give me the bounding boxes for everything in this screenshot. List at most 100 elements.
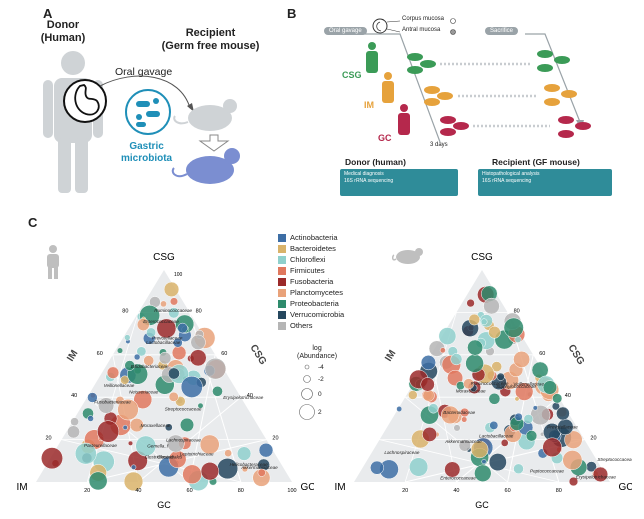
tick-label: 60	[221, 351, 227, 357]
data-point	[500, 439, 509, 447]
blue-mouse-icon	[171, 148, 240, 184]
data-point	[491, 361, 503, 372]
sacrifice-pill: Sacrifice	[485, 27, 519, 35]
data-point	[179, 417, 195, 432]
legend-swatch	[278, 310, 286, 319]
data-point	[130, 464, 137, 470]
family-label: Lactobacillaceae	[146, 340, 181, 345]
data-point	[514, 396, 520, 402]
family-label: Akkermansiaceae	[444, 439, 482, 444]
data-point	[70, 417, 79, 427]
data-point	[136, 346, 147, 357]
side-label-left: IM	[65, 348, 80, 363]
data-point	[556, 406, 570, 421]
data-point	[156, 318, 177, 339]
tick-label: 20	[272, 436, 278, 442]
data-point	[87, 415, 94, 422]
vertex-label-top: CSG	[471, 252, 493, 263]
data-point	[133, 390, 153, 409]
legend-label: Firmicutes	[290, 266, 325, 275]
vertex-label-top: CSG	[153, 252, 175, 263]
data-point	[453, 424, 461, 432]
data-point	[168, 307, 180, 319]
legend-label: Planctomycetes	[290, 288, 343, 297]
data-point	[523, 414, 534, 424]
data-point	[503, 317, 524, 338]
family-label: Veillonellaceae	[513, 382, 544, 387]
data-point	[409, 457, 429, 477]
family-label: Veillonellaceae	[104, 383, 135, 388]
tick-label: 20	[45, 436, 51, 442]
family-label: Moraxellaceae	[141, 423, 171, 428]
legend-label: Bacteroidetes	[290, 244, 336, 253]
data-point	[468, 313, 481, 326]
side-label-bottom: GC	[157, 500, 171, 510]
size-legend-title: log (Abundance)	[297, 345, 338, 360]
csg-donor-icon	[366, 42, 378, 73]
tick-label: 40	[565, 393, 571, 399]
family-label: Peptococcaceae	[530, 469, 564, 474]
human-icon	[43, 51, 103, 193]
legend-item: Actinobacteria	[278, 232, 344, 243]
data-point	[166, 434, 185, 453]
data-point	[171, 345, 187, 361]
data-point	[422, 426, 438, 442]
data-point	[463, 378, 475, 390]
donor-box-line1: Medical diagnosis	[344, 171, 384, 177]
family-label: Ruminococcaceae	[154, 308, 192, 313]
tick-label: 80	[122, 308, 128, 314]
data-point	[136, 318, 150, 331]
family-label: Erysipelotrichaceae	[576, 475, 617, 480]
tick-label: 60	[187, 488, 193, 494]
recipient-box: Histopathological analysis 16S rRNA sequ…	[478, 169, 612, 196]
data-point	[117, 398, 139, 421]
data-point	[396, 406, 403, 412]
side-label-left: IM	[383, 348, 398, 363]
size-tick-0: -4	[318, 364, 324, 371]
family-label: Fusobacteriaceae	[94, 400, 131, 405]
family-label: Pasteurellaceae	[84, 443, 117, 448]
data-point	[143, 355, 155, 366]
data-point	[420, 377, 435, 392]
legend-item: Fusobacteria	[278, 276, 344, 287]
days-label: 3 days	[430, 142, 448, 148]
down-arrow-icon	[198, 134, 230, 152]
legend-swatch	[278, 277, 286, 286]
legend-item: Firmicutes	[278, 265, 344, 276]
data-point	[458, 439, 471, 452]
data-point	[467, 339, 484, 356]
data-point	[465, 354, 484, 373]
family-label: Gemella_f	[147, 444, 169, 449]
family-label: Staphylococcaceae	[496, 384, 536, 389]
data-point	[180, 375, 203, 398]
vertex-label-left: IM	[16, 482, 27, 493]
panel-a-illustration	[43, 51, 240, 193]
data-point	[470, 440, 489, 459]
data-point	[461, 416, 468, 423]
data-point	[164, 423, 173, 432]
legend-swatch	[278, 321, 286, 330]
mouse-icon	[392, 248, 423, 264]
data-point	[212, 385, 223, 397]
data-point	[408, 390, 418, 400]
tick-label: 40	[247, 393, 253, 399]
gc-donor-icon	[398, 104, 410, 135]
data-point	[420, 355, 436, 371]
donor-box-line2: 16S rRNA sequencing	[344, 178, 394, 184]
data-point	[444, 461, 461, 478]
im-label: IM	[364, 100, 374, 110]
data-point	[483, 297, 500, 315]
data-point	[450, 353, 463, 366]
recipient-box-line1: Histopathological analysis	[482, 171, 540, 177]
data-point	[199, 434, 220, 455]
legend-label: Others	[290, 321, 313, 330]
data-point	[513, 463, 524, 475]
grid-line	[379, 439, 559, 483]
legend-item: Planctomycetes	[278, 287, 344, 298]
vertex-label-right: GC	[301, 482, 315, 493]
size-tick-2: 0	[318, 391, 322, 398]
panel-b-illustration	[365, 18, 591, 143]
tick-label: 80	[238, 488, 244, 494]
legend-item: Chloroflexi	[278, 254, 344, 265]
